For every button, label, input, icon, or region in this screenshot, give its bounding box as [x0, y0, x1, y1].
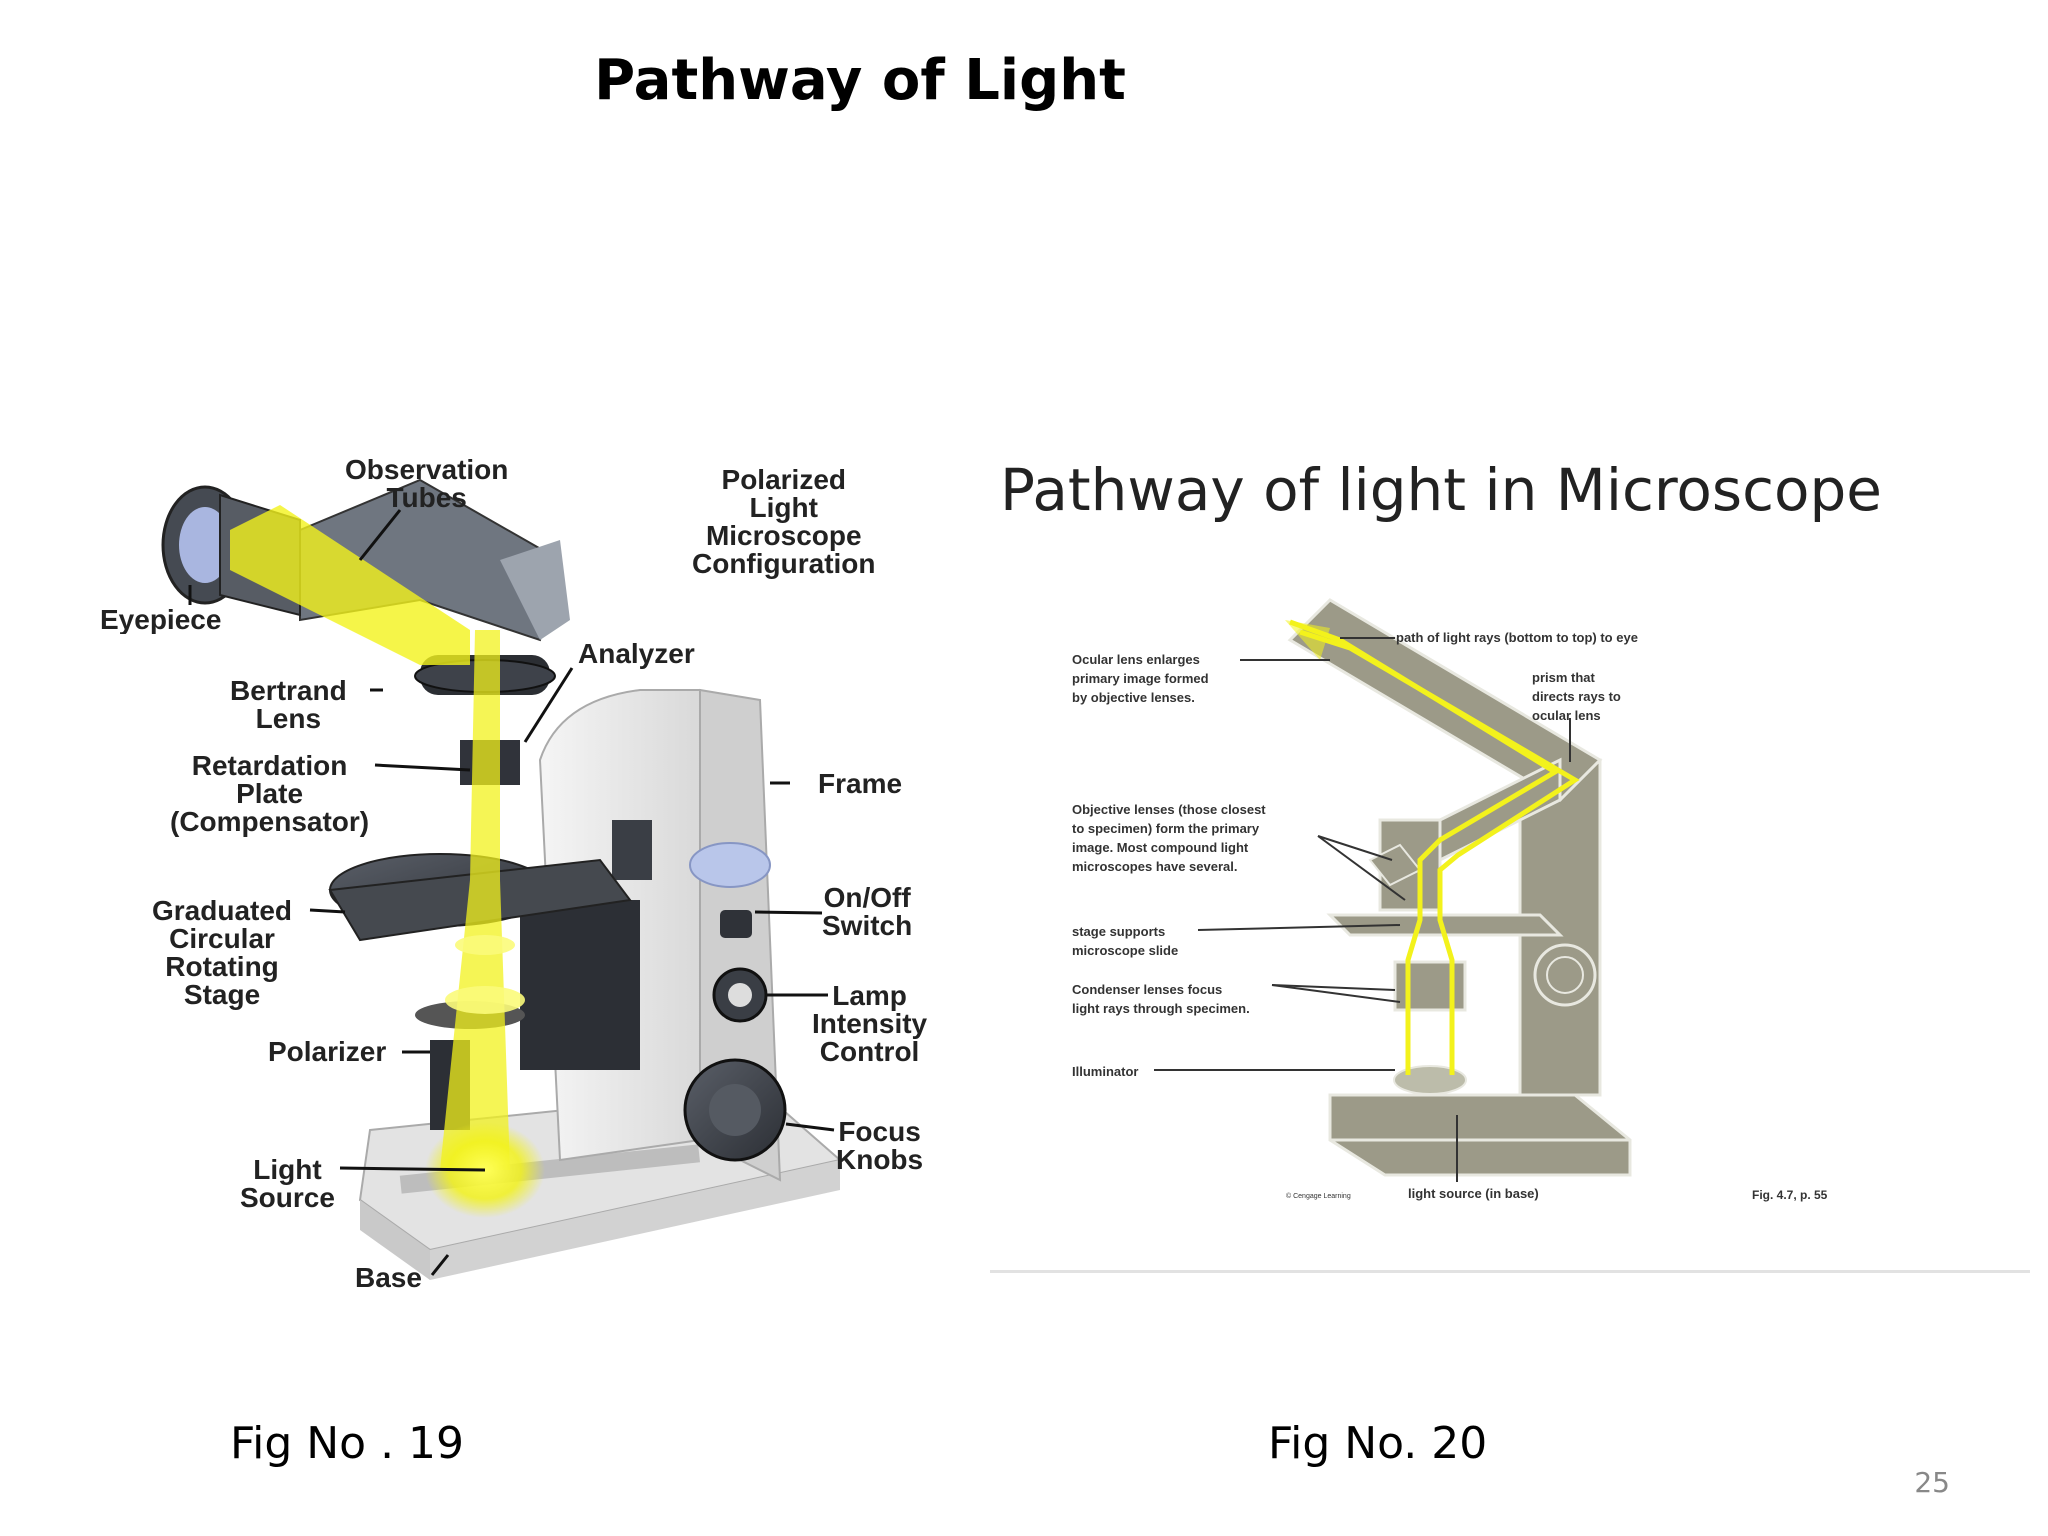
label-frame: Frame: [818, 768, 903, 799]
config-title-line2: Light: [749, 492, 818, 523]
fig20-label-objective: Objective lenses (those closest to speci…: [1072, 800, 1266, 876]
caption-fig-19: Fig No . 19: [230, 1418, 465, 1469]
fig20-stage-line2: microscope slide: [1072, 943, 1179, 958]
label-stage-line2: Circular: [169, 923, 275, 954]
fig20-label-condenser: Condenser lenses focus light rays throug…: [1072, 980, 1250, 1018]
fig20-label-prism: prism that directs rays to ocular lens: [1532, 668, 1621, 725]
label-focus-knobs: Focus Knobs: [836, 1118, 923, 1174]
label-stage-line3: Rotating: [165, 951, 279, 982]
label-graduated-stage: Graduated Circular Rotating Stage: [152, 897, 292, 1009]
page-number: 25: [1914, 1466, 1950, 1499]
label-switch-line1: On/Off: [823, 882, 911, 913]
label-lamp-line1: Lamp: [832, 980, 907, 1011]
label-observation-tubes-line1: Observation: [345, 454, 509, 485]
label-stage-line4: Stage: [183, 979, 261, 1010]
label-observation-tubes: Observation Tubes: [345, 456, 508, 512]
label-retardation-line1: Retardation: [191, 750, 348, 781]
label-retardation-plate: Retardation Plate (Compensator): [170, 752, 369, 836]
label-eyepiece-text: Eyepiece: [100, 606, 222, 634]
label-switch-line2: Switch: [822, 910, 913, 941]
label-light-line2: Source: [240, 1182, 335, 1213]
label-lamp-intensity: Lamp Intensity Control: [812, 982, 927, 1066]
page-title: Pathway of Light: [594, 48, 1126, 113]
fig20-label-light-source: light source (in base): [1408, 1186, 1539, 1201]
label-bertrand-lens: Bertrand Lens: [230, 677, 347, 733]
label-light-line1: Light: [253, 1154, 322, 1185]
figure-19-leader-lines: [188, 509, 835, 1276]
fig20-condenser-line1: Condenser lenses focus: [1072, 982, 1223, 997]
fig20-ocular-line1: Ocular lens enlarges: [1072, 652, 1200, 667]
label-focus-line2: Knobs: [836, 1144, 924, 1175]
caption-fig-20: Fig No. 20: [1268, 1418, 1488, 1469]
label-retardation-line3: (Compensator): [170, 806, 370, 837]
fig20-label-stage: stage supports microscope slide: [1072, 922, 1178, 960]
label-on-off-switch: On/Off Switch: [822, 884, 912, 940]
fig20-objective-line3: image. Most compound light: [1072, 840, 1249, 855]
fig20-label-ocular: Ocular lens enlarges primary image forme…: [1072, 650, 1209, 707]
label-observation-tubes-line2: Tubes: [386, 482, 467, 513]
figure-19-config-title: Polarized Light Microscope Configuration: [692, 466, 876, 578]
fig20-leader-lines: [1154, 637, 1571, 1182]
fig20-ocular-line3: by objective lenses.: [1072, 690, 1195, 705]
label-lamp-line3: Control: [819, 1036, 920, 1067]
label-polarizer: Polarizer: [268, 1036, 387, 1067]
fig20-label-path: path of light rays (bottom to top) to ey…: [1396, 630, 1638, 645]
fig20-prism-line3: ocular lens: [1532, 708, 1601, 723]
label-stage-line1: Graduated: [152, 895, 293, 926]
fig20-base: [1328, 1093, 1632, 1177]
label-lamp-line2: Intensity: [812, 1008, 928, 1039]
label-base: Base: [355, 1262, 422, 1293]
figure-20-divider: [990, 1270, 2030, 1273]
fig20-prism-line1: prism that: [1532, 670, 1595, 685]
label-bertrand-line1: Bertrand: [230, 675, 347, 706]
config-title-line4: Configuration: [692, 548, 876, 579]
fig20-condenser-line2: light rays through specimen.: [1072, 1001, 1250, 1016]
label-bertrand-line2: Lens: [255, 703, 322, 734]
config-title-line3: Microscope: [705, 520, 862, 551]
label-eyepiece: Eyepiece: [100, 606, 222, 634]
figure-20-title: Pathway of light in Microscope: [1000, 456, 1882, 524]
fig20-fig-ref: Fig. 4.7, p. 55: [1752, 1188, 1828, 1202]
fig20-copyright: © Cengage Learning: [1286, 1193, 1351, 1200]
label-analyzer: Analyzer: [578, 638, 695, 669]
label-light-source: Light Source: [240, 1156, 335, 1212]
fig20-prism-line2: directs rays to: [1532, 689, 1621, 704]
config-title-line1: Polarized: [721, 464, 846, 495]
label-focus-line1: Focus: [838, 1116, 921, 1147]
fig20-light-path: [1285, 619, 1580, 1075]
fig20-stage-line1: stage supports: [1072, 924, 1166, 939]
fig20-objective-line2: to specimen) form the primary: [1072, 821, 1260, 836]
fig20-objective-line1: Objective lenses (those closest: [1072, 802, 1266, 817]
fig20-label-illuminator: Illuminator: [1072, 1064, 1139, 1079]
fig20-objective-line4: microscopes have several.: [1072, 859, 1238, 874]
fig20-ocular-line2: primary image formed: [1072, 671, 1209, 686]
label-retardation-line2: Plate: [236, 778, 304, 809]
